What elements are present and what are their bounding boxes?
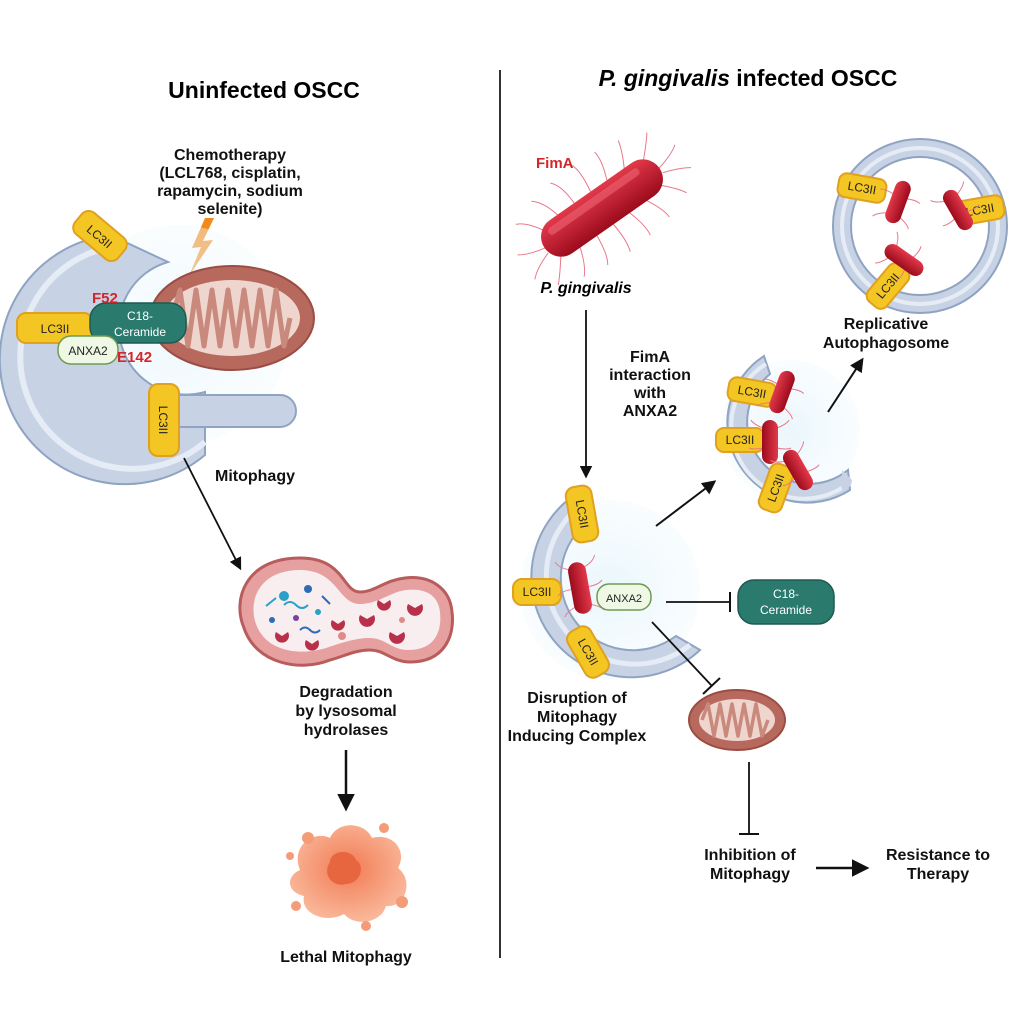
lc3-pill-disruption-top: LC3II — [564, 484, 600, 544]
bacterium-forming-2 — [748, 419, 792, 464]
svg-text:LC3II: LC3II — [847, 179, 878, 198]
svg-text:Mitophagy: Mitophagy — [537, 709, 617, 726]
bacterium-replicative-1 — [872, 180, 921, 230]
svg-text:Chemotherapy: Chemotherapy — [174, 147, 286, 164]
inhibition-label: Inhibition of Mitophagy — [704, 847, 796, 883]
fima-interaction-label: FimA interaction with ANXA2 — [609, 349, 691, 420]
bacterium-replicative-2 — [930, 181, 980, 231]
svg-text:LC3II: LC3II — [156, 406, 170, 435]
inhibit-mito-line — [651, 621, 713, 687]
right-mitochondrion — [688, 689, 786, 751]
svg-text:Resistance to: Resistance to — [886, 847, 990, 864]
svg-text:Autophagosome: Autophagosome — [823, 335, 949, 352]
mitophagy-arrow — [183, 457, 242, 571]
right-panel-title: P. gingivalis infected OSCC — [599, 65, 898, 91]
lc3-pill-disruption-bottom: LC3II — [566, 625, 610, 679]
residue-e142: E142 — [117, 349, 152, 366]
ceramide-right: C18- Ceramide — [737, 579, 835, 625]
left-mitochondrion — [149, 265, 315, 371]
svg-text:Disruption of: Disruption of — [527, 690, 627, 707]
svg-text:with: with — [633, 385, 666, 402]
svg-text:rapamycin, sodium: rapamycin, sodium — [157, 183, 303, 200]
small-bacterium-complex — [554, 554, 605, 618]
svg-text:Ceramide: Ceramide — [114, 325, 166, 339]
svg-text:Mitophagy: Mitophagy — [710, 866, 790, 883]
svg-text:ANXA2: ANXA2 — [68, 344, 108, 358]
p-gingivalis-bacterium — [515, 132, 691, 286]
bacterium-replicative-3 — [875, 231, 924, 282]
replicative-label: Replicative Autophagosome — [823, 316, 949, 352]
bacterium-forming-3 — [770, 441, 820, 491]
svg-text:LC3II: LC3II — [726, 433, 755, 447]
svg-text:by lysosomal: by lysosomal — [295, 703, 396, 720]
disruption-label: Disruption of Mitophagy Inducing Complex — [508, 690, 647, 745]
lc3-pill-forming-mid: LC3II — [715, 427, 765, 453]
arrow-to-replicative — [827, 357, 864, 413]
p-gingivalis-label: P. gingivalis — [540, 280, 631, 297]
lc3-pill-forming-bottom: LC3II — [757, 462, 795, 514]
left-phagophore-arm — [177, 394, 297, 428]
ceramide-left: C18- Ceramide — [89, 302, 187, 344]
left-panel-title: Uninfected OSCC — [168, 77, 360, 103]
svg-text:ANXA2: ANXA2 — [623, 403, 677, 420]
lethal-cell-fragments — [286, 823, 408, 931]
svg-text:Degradation: Degradation — [299, 684, 392, 701]
anxa2-right: ANXA2 — [596, 583, 652, 611]
svg-text:C18-: C18- — [127, 309, 153, 323]
svg-text:LC3II: LC3II — [41, 322, 70, 336]
autolysosome — [238, 556, 454, 667]
inhibit-mito-bar — [702, 677, 721, 695]
lethal-mitophagy-label: Lethal Mitophagy — [280, 949, 412, 966]
svg-text:Therapy: Therapy — [907, 866, 969, 883]
resistance-label: Resistance to Therapy — [886, 847, 990, 883]
replicative-autophagosome — [832, 138, 1008, 314]
svg-text:Inducing Complex: Inducing Complex — [508, 728, 647, 745]
lc3-pill-replicative-left: LC3II — [836, 172, 888, 204]
svg-text:selenite): selenite) — [198, 201, 263, 218]
anxa2-left: ANXA2 — [57, 335, 119, 365]
lc3-pill-left-bottom: LC3II — [148, 383, 180, 457]
bacterium-forming-1 — [756, 370, 805, 420]
svg-text:FimA: FimA — [630, 349, 670, 366]
svg-text:(LCL768, cisplatin,: (LCL768, cisplatin, — [159, 165, 300, 182]
svg-text:Replicative: Replicative — [844, 316, 929, 333]
degradation-label: Degradation by lysosomal hydrolases — [295, 684, 396, 739]
arrow-to-forming-autophagosome — [655, 480, 717, 527]
svg-text:LC3II: LC3II — [573, 499, 592, 530]
lc3-pill-disruption-left: LC3II — [512, 578, 562, 606]
svg-text:ANXA2: ANXA2 — [606, 593, 642, 605]
svg-text:interaction: interaction — [609, 367, 691, 384]
svg-text:Ceramide: Ceramide — [760, 603, 812, 617]
svg-text:hydrolases: hydrolases — [304, 722, 389, 739]
residue-f52: F52 — [92, 290, 118, 307]
svg-text:C18-: C18- — [773, 587, 799, 601]
lc3-pill-left-top: LC3II — [72, 209, 128, 263]
chemotherapy-label: Chemotherapy (LCL768, cisplatin, rapamyc… — [157, 147, 303, 218]
lc3-pill-forming-top: LC3II — [726, 376, 778, 408]
svg-text:Inhibition of: Inhibition of — [704, 847, 796, 864]
svg-text:LC3II: LC3II — [737, 383, 768, 402]
mitophagy-label: Mitophagy — [215, 468, 295, 485]
fima-label: FimA — [536, 155, 574, 172]
svg-text:LC3II: LC3II — [965, 201, 996, 220]
svg-text:LC3II: LC3II — [523, 585, 552, 599]
